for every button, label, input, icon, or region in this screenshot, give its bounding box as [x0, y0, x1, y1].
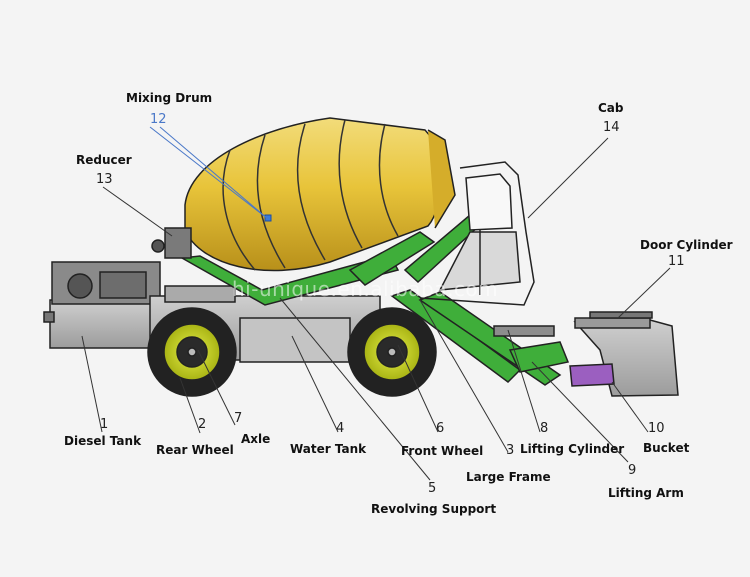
leader-9: [531, 361, 629, 463]
label-reducer: Reducer: [76, 153, 132, 167]
number-6: 6: [436, 421, 445, 436]
number-1: 1: [100, 417, 109, 432]
number-7: 7: [234, 411, 243, 426]
reducer: [151, 227, 192, 259]
label-revolving-support: Revolving Support: [371, 502, 497, 516]
leader-6: [397, 344, 439, 433]
leader-4: [291, 335, 339, 433]
label-lifting-arm: Lifting Arm: [608, 486, 684, 500]
label-bucket: Bucket: [643, 441, 690, 455]
number-5: 5: [428, 481, 437, 496]
leader-13: [102, 186, 173, 237]
leader-lines: [81, 126, 671, 481]
bucket: [569, 311, 679, 397]
label-rear-wheel: Rear Wheel: [156, 443, 234, 457]
leader-12: [149, 126, 269, 220]
engine-block: [43, 261, 161, 349]
leader-5: [279, 297, 431, 481]
rear-wheel: [147, 307, 237, 397]
leader-8: [507, 329, 541, 433]
number-13: 13: [96, 172, 113, 187]
water-tank-body: [239, 317, 351, 363]
label-axle: Axle: [241, 432, 271, 446]
number-10: 10: [648, 421, 665, 436]
mixing-drum: [184, 117, 456, 272]
leader-7: [197, 349, 236, 426]
machine-illustration: [43, 117, 679, 397]
label-front-wheel: Front Wheel: [401, 444, 484, 458]
watermark: hi-unique.en.alibaba.com: [232, 277, 499, 301]
leader-2: [179, 377, 201, 434]
label-large-frame: Large Frame: [466, 470, 551, 484]
axle-housing: [164, 285, 236, 303]
label-door-cylinder: Door Cylinder: [640, 238, 733, 252]
number-8: 8: [540, 421, 549, 436]
lifting-cylinder: [493, 325, 570, 373]
number-11: 11: [668, 254, 685, 269]
label-diesel-tank: Diesel Tank: [64, 434, 142, 448]
number-12: 12: [150, 112, 167, 127]
leader-12-b: [159, 126, 269, 220]
number-9: 9: [628, 463, 637, 478]
number-3: 3: [506, 443, 515, 458]
number-4: 4: [336, 421, 345, 436]
leader-14: [527, 137, 609, 219]
label-mixing-drum: Mixing Drum: [126, 91, 213, 105]
leader-10: [611, 381, 649, 433]
number-14: 14: [603, 120, 620, 135]
cab: [419, 161, 535, 306]
leader-11: [617, 267, 671, 319]
number-2: 2: [198, 417, 207, 432]
front-wheel: [347, 307, 437, 397]
label-cab: Cab: [598, 101, 624, 115]
leader-3: [419, 299, 509, 453]
label-water-tank: Water Tank: [290, 442, 367, 456]
label-lifting-cylinder: Lifting Cylinder: [520, 442, 625, 456]
leader-1: [81, 335, 103, 433]
